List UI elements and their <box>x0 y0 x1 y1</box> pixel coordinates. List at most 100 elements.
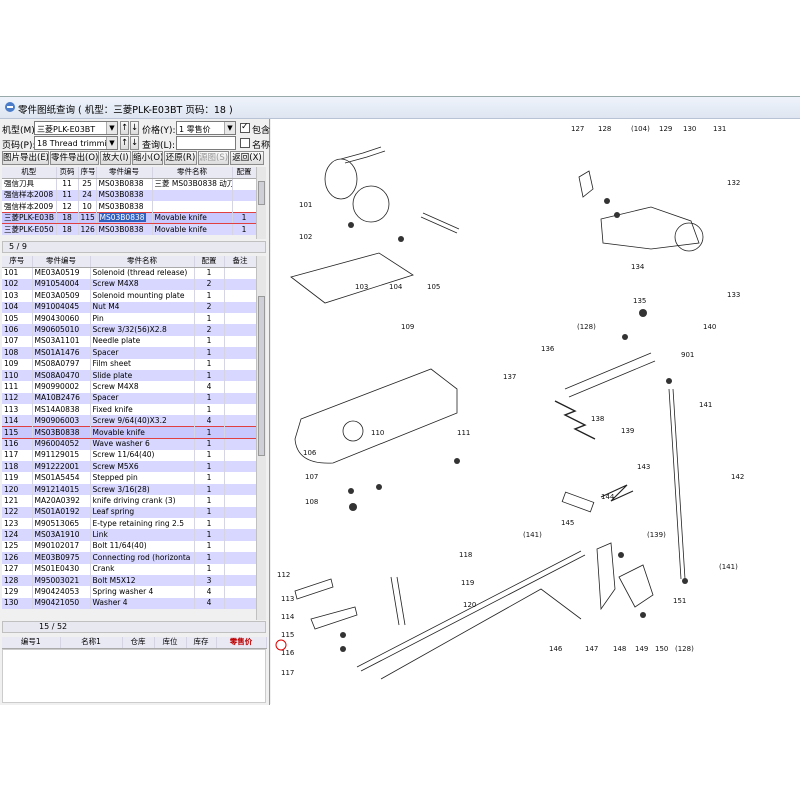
col-header[interactable]: 编号1 <box>2 637 61 649</box>
callout-label[interactable]: 129 <box>659 125 672 133</box>
col-header[interactable]: 配置 <box>232 167 257 179</box>
callout-label[interactable]: 117 <box>281 669 294 677</box>
callout-label[interactable]: 134 <box>631 263 645 271</box>
col-header[interactable]: 配置 <box>194 256 225 268</box>
callout-label[interactable]: 109 <box>401 323 414 331</box>
callout-label[interactable]: 102 <box>299 233 312 241</box>
callout-label[interactable]: 118 <box>459 551 472 559</box>
export-image-button[interactable]: 图片导出(E) <box>2 151 49 165</box>
callout-label[interactable]: (128) <box>577 323 596 331</box>
solenoid-part[interactable] <box>324 158 358 200</box>
callout-label[interactable]: 107 <box>305 473 318 481</box>
callout-label[interactable]: 137 <box>503 373 516 381</box>
callout-label[interactable]: 105 <box>427 283 440 291</box>
callout-label[interactable]: 119 <box>461 579 474 587</box>
callout-label[interactable]: 120 <box>463 601 476 609</box>
callout-label[interactable]: (141) <box>523 531 542 539</box>
callout-label[interactable]: 106 <box>303 449 317 457</box>
col-header[interactable]: 序号 <box>2 256 33 268</box>
callout-label[interactable]: 144 <box>601 493 615 501</box>
col-header[interactable]: 零件名称 <box>90 256 195 268</box>
callout-label[interactable]: 136 <box>541 345 555 353</box>
model-up-button[interactable]: ↑ <box>120 121 129 135</box>
col-header[interactable]: 库位 <box>154 637 187 649</box>
callout-label[interactable]: 114 <box>281 613 295 621</box>
film-sheet-part[interactable] <box>290 252 414 304</box>
callout-label[interactable]: 113 <box>281 595 294 603</box>
callout-label[interactable]: (104) <box>631 125 650 133</box>
callout-label[interactable]: 104 <box>389 283 403 291</box>
scroll-thumb[interactable] <box>258 181 265 205</box>
scroll-thumb[interactable] <box>258 296 265 456</box>
col-header[interactable]: 仓库 <box>122 637 155 649</box>
col-header[interactable]: 页码 <box>56 167 79 179</box>
callout-label[interactable]: 112 <box>277 571 290 579</box>
callout-label[interactable]: 151 <box>673 597 686 605</box>
callout-label[interactable]: 127 <box>571 125 584 133</box>
slide-plate-part[interactable] <box>294 368 458 464</box>
callout-label[interactable]: 145 <box>561 519 574 527</box>
name-checkbox[interactable] <box>240 138 250 148</box>
callout-label[interactable]: 150 <box>655 645 668 653</box>
callout-label[interactable]: 116 <box>281 649 295 657</box>
callout-label[interactable]: 108 <box>305 498 318 506</box>
callout-label[interactable]: 901 <box>681 351 694 359</box>
zoom-in-button[interactable]: 放大(I) <box>100 151 131 165</box>
callout-label[interactable]: 110 <box>371 429 384 437</box>
callout-label[interactable]: 149 <box>635 645 648 653</box>
callout-label[interactable]: 142 <box>731 473 744 481</box>
zoom-out-button[interactable]: 缩小(O) <box>132 151 163 165</box>
price-select[interactable]: 1 零售价▼ <box>176 121 236 135</box>
callout-label[interactable]: 128 <box>598 125 611 133</box>
page-down-button[interactable]: ↓ <box>130 136 139 150</box>
col-header[interactable]: 零件编号 <box>32 256 91 268</box>
parts-table-scrollbar[interactable] <box>256 256 266 620</box>
model-select[interactable]: 三菱PLK-E03BT▼ <box>34 121 118 135</box>
col-header[interactable]: 名称1 <box>60 637 123 649</box>
restore-button[interactable]: 还原(R) <box>164 151 197 165</box>
col-header[interactable]: 备注 <box>224 256 257 268</box>
callout-label[interactable]: 130 <box>683 125 696 133</box>
callout-label[interactable]: 103 <box>355 283 368 291</box>
source-image-button[interactable]: 源图(S) <box>198 151 229 165</box>
page-select[interactable]: 18 Thread trimmin▼ <box>34 136 118 150</box>
callout-label[interactable]: (128) <box>675 645 694 653</box>
page-up-button[interactable]: ↑ <box>120 136 129 150</box>
callout-label[interactable]: 135 <box>633 297 646 305</box>
callout-label[interactable]: 133 <box>727 291 740 299</box>
callout-label[interactable]: 140 <box>703 323 716 331</box>
col-header[interactable]: 序号 <box>78 167 97 179</box>
col-header[interactable]: 零件编号 <box>96 167 153 179</box>
callout-label[interactable]: 147 <box>585 645 598 653</box>
col-header[interactable]: 机型 <box>2 167 57 179</box>
callout-label[interactable]: 131 <box>713 125 726 133</box>
